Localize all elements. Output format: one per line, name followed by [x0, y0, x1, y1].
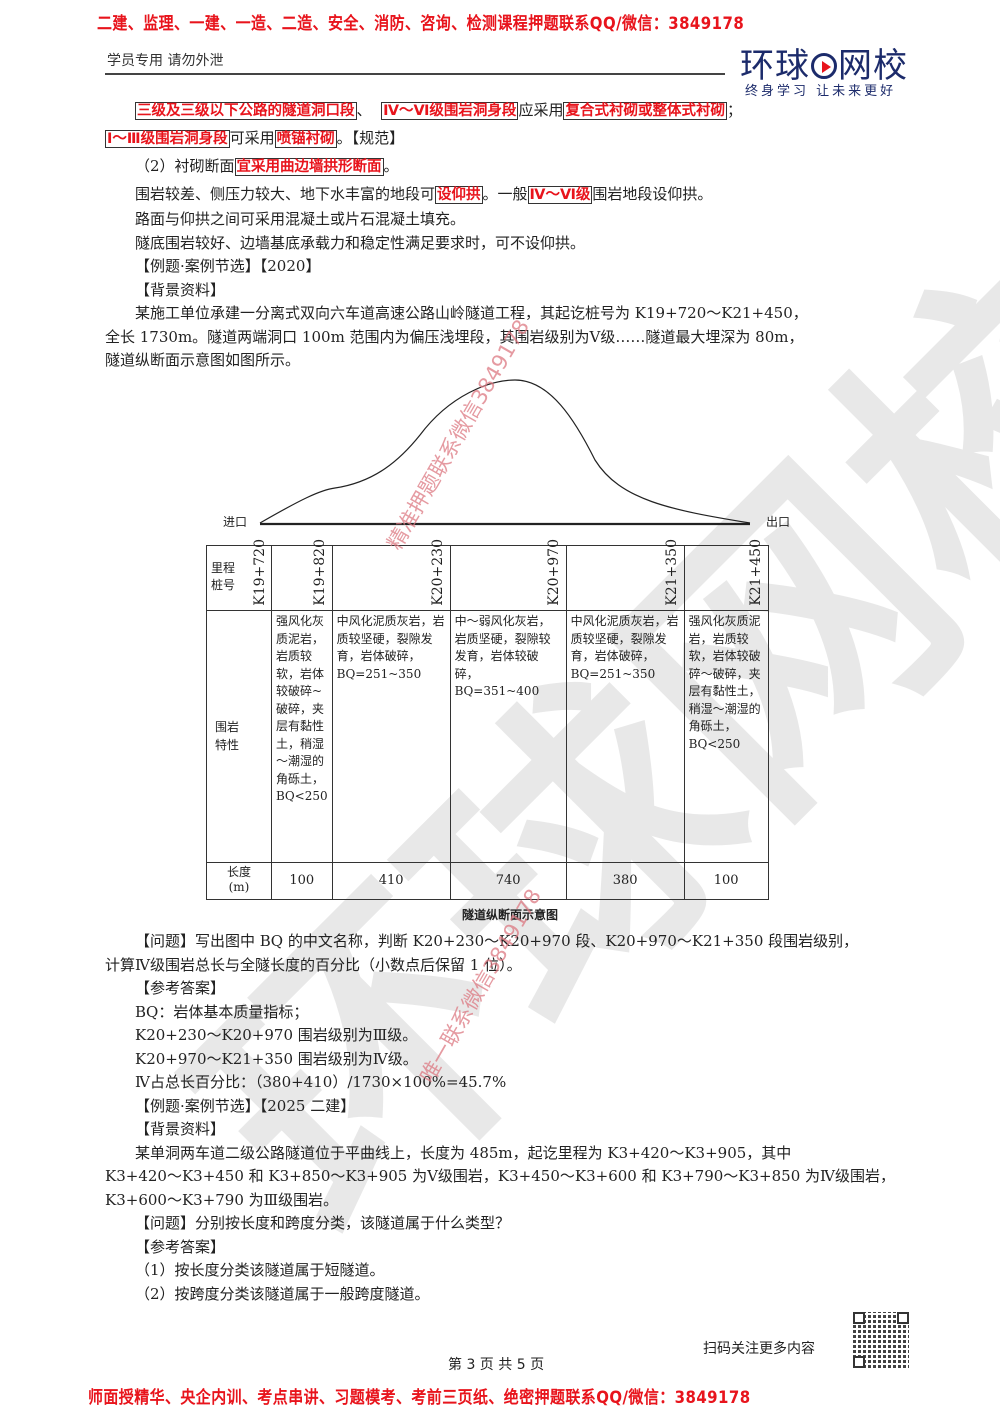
text: 、: [356, 101, 372, 119]
highlight-box: Ⅰ～Ⅲ级围岩洞身段: [105, 130, 230, 148]
rock-cell: 强风化灰质泥岩，岩质较软，岩体较破碎~破碎，夹层有黏性土，稍湿～潮湿的角砾土，B…: [271, 610, 333, 863]
text: 可采用: [229, 129, 275, 147]
text: 。【规范】: [336, 129, 405, 147]
highlight-box: Ⅳ～Ⅵ级围岩洞身段: [381, 102, 519, 120]
length-header-label: 长度 (m): [226, 865, 251, 894]
example2-answer: （2）按跨度分类该隧道属于一般跨度隧道。: [135, 1284, 430, 1303]
example2-bg-line-2: K3+420～K3+450 和 K3+850～K3+905 为Ⅴ级围岩，K3+4…: [105, 1167, 896, 1185]
length-row: 长度 (m) 100 410 740 380 100: [206, 862, 769, 900]
station-k19-720: K19+720: [251, 539, 268, 606]
example2-question: 【问题】分别按长度和跨度分类，该隧道属于什么类型？: [135, 1214, 511, 1232]
example2-bg-line-3: K3+600～K3+790 为Ⅲ级围岩。: [105, 1190, 339, 1209]
example1-bg-line-2: 全长 1730m。隧道两端洞口 100m 范围内为偏压浅埋段，其围岩级别为Ⅴ级……: [105, 327, 804, 346]
example1-question-line-1: 【问题】写出图中 BQ 的中文名称，判断 K20+230～K20+970 段、K…: [135, 932, 859, 950]
highlight-box: 复合式衬砌或整体式衬砌: [563, 102, 727, 120]
station-k20-970: K20+970: [546, 539, 563, 606]
page-number: 第 3 页 共 5 页: [448, 1357, 545, 1373]
text: （2）衬砌断面: [135, 157, 235, 175]
tunnel-profile-table: 里程 桩号 K19+720 K19+820 K20+230 K20+970 K2…: [206, 539, 769, 900]
example1-answer-label: 【参考答案】: [135, 979, 226, 997]
highlight-box: 设仰拱: [435, 186, 483, 204]
example1-qa: 【问题】写出图中 BQ 的中文名称，判断 K20+230～K20+970 段、K…: [105, 930, 905, 1306]
lining-line-1: 三级及三级以下公路的隧道洞口段、 Ⅳ～Ⅵ级围岩洞身段应采用复合式衬砌或整体式衬砌…: [105, 97, 905, 125]
qr-corner: [853, 1356, 865, 1368]
station-header-cell: 里程 桩号 K19+720: [206, 539, 272, 611]
station-cell: K20+970: [449, 539, 567, 611]
example2-answer-label: 【参考答案】: [135, 1237, 226, 1256]
station-row: 里程 桩号 K19+720 K19+820 K20+230 K20+970 K2…: [206, 539, 769, 611]
rock-cell: 强风化灰质泥岩，岩质较软，岩体较破碎～破碎，夹层有黏性土，稍湿～潮湿的角砾土，B…: [683, 610, 769, 863]
rock-cell: 中风化泥质灰岩，岩质较坚硬，裂隙发育，岩体破碎，BQ=251~350: [331, 610, 451, 863]
brand-slogan: 终身学习 让未来更好: [745, 84, 897, 99]
figure-caption: 隧道纵断面示意图: [462, 908, 559, 922]
text: 。: [383, 157, 399, 175]
logo-text-right: 网校: [838, 46, 908, 86]
qr-corner: [897, 1312, 909, 1324]
example1-bg-line-3: 隧道纵断面示意图如图所示。: [105, 351, 301, 369]
rock-cell: 中～弱风化灰岩，岩质坚硬，裂隙较发育，岩体较破碎，BQ=351~400: [449, 610, 567, 863]
exit-label: 出口: [766, 515, 791, 529]
qr-code-icon[interactable]: [853, 1312, 909, 1368]
text: ；: [726, 101, 742, 119]
tunnel-profile-diagram: [259, 379, 751, 526]
example1-answer: K20+970～K21+350 围岩级别为Ⅳ级。: [135, 1049, 418, 1068]
length-header-cell: 长度 (m): [206, 862, 272, 900]
text: 围岩地段设仰拱。: [592, 185, 713, 203]
station-k21-450: K21+450: [748, 539, 765, 606]
rock-row: 围岩 特性 强风化灰质泥岩，岩质较软，岩体较破碎~破碎，夹层有黏性土，稍湿～潮湿…: [206, 610, 769, 863]
station-header-label: 里程 桩号: [211, 561, 236, 592]
example1-answer: BQ：岩体基本质量指标；: [135, 1002, 309, 1021]
header-divider: [105, 73, 725, 75]
rock-header-cell: 围岩 特性: [206, 610, 272, 863]
example2-bg-label: 【背景资料】: [135, 1120, 226, 1138]
example1-bg-label: 【背景资料】: [135, 280, 226, 299]
highlight-box: 宜采用曲边墙拱形断面: [234, 158, 384, 176]
example1-title: 【例题·案例节选】【2020】: [135, 257, 321, 275]
length-cell: 410: [331, 862, 451, 900]
entrance-label: 进口: [223, 515, 248, 529]
station-cell: K19+820: [271, 539, 333, 611]
example1-question-line-2: 计算Ⅳ级围岩总长与全隧长度的百分比（小数点后保留 1 位）。: [105, 955, 522, 974]
example2-title: 【例题·案例节选】【2025 二建】: [135, 1096, 356, 1115]
example1-answer: Ⅳ占总长百分比：（380+410）/1730×100%=45.7%: [135, 1073, 507, 1091]
rock-header-label: 围岩 特性: [215, 720, 240, 752]
station-cell: K21+450: [683, 539, 769, 611]
highlight-box: 三级及三级以下公路的隧道洞口段: [135, 102, 357, 120]
length-cell: 100: [683, 862, 769, 900]
length-cell: 380: [565, 862, 685, 900]
station-cell: K21+350: [565, 539, 685, 611]
mountain-outline: [259, 379, 751, 524]
length-cell: 100: [271, 862, 333, 900]
example1-bg-line-1: 某施工单位承建一分离式双向六车道高速公路山岭隧道工程，其起讫桩号为 K19+72…: [135, 304, 808, 322]
bottom-promo-banner: 师面授精华、央企内训、考点串讲、习题模考、考前三页纸、绝密押题联系QQ/微信：3…: [88, 1388, 751, 1408]
qr-corner: [853, 1312, 865, 1324]
highlight-box: 喷锚衬砌: [274, 130, 337, 148]
text: 。一般: [482, 185, 528, 203]
lining-line-6: 隧底围岩较好、边墙基底承载力和稳定性满足要求时，可不设仰拱。: [135, 233, 586, 252]
text: 围岩较差、侧压力较大、地下水丰富的地段可: [135, 185, 436, 203]
station-cell: K20+230: [331, 539, 451, 611]
header-confidential-note: 学员专用 请勿外泄: [107, 53, 224, 69]
qr-caption: 扫码关注更多内容: [703, 1341, 815, 1357]
station-k20-230: K20+230: [430, 539, 447, 606]
station-k21-350: K21+350: [664, 539, 681, 606]
example2-bg-line-1: 某单洞两车道二级公路隧道位于平曲线上，长度为 485m，起讫里程为 K3+420…: [135, 1143, 792, 1162]
length-cell: 740: [449, 862, 567, 900]
lining-line-3: （2）衬砌断面宜采用曲边墙拱形断面。: [105, 153, 905, 181]
highlight-box: Ⅳ～Ⅵ级: [527, 186, 593, 204]
station-k19-820: K19+820: [312, 539, 329, 606]
text: 应采用: [518, 101, 564, 119]
play-icon: [811, 53, 837, 79]
lining-line-2: Ⅰ～Ⅲ级围岩洞身段可采用喷锚衬砌。【规范】: [105, 125, 905, 153]
top-promo-banner: 二建、监理、一建、一造、二造、安全、消防、咨询、检测课程押题联系QQ/微信：38…: [97, 14, 745, 34]
logo-text-left: 环球: [740, 46, 810, 86]
lining-section: 三级及三级以下公路的隧道洞口段、 Ⅳ～Ⅵ级围岩洞身段应采用复合式衬砌或整体式衬砌…: [105, 97, 905, 373]
lining-line-5: 路面与仰拱之间可采用混凝土或片石混凝土填充。: [135, 210, 466, 228]
example1-answer: K20+230～K20+970 围岩级别为Ⅲ级。: [135, 1026, 418, 1044]
example2-answer: （1）按长度分类该隧道属于短隧道。: [135, 1261, 385, 1279]
brand-logo: 环球网校: [740, 38, 908, 87]
rock-cell: 中风化泥质灰岩，岩质较坚硬，裂隙发育，岩体破碎，BQ=251~350: [565, 610, 685, 863]
